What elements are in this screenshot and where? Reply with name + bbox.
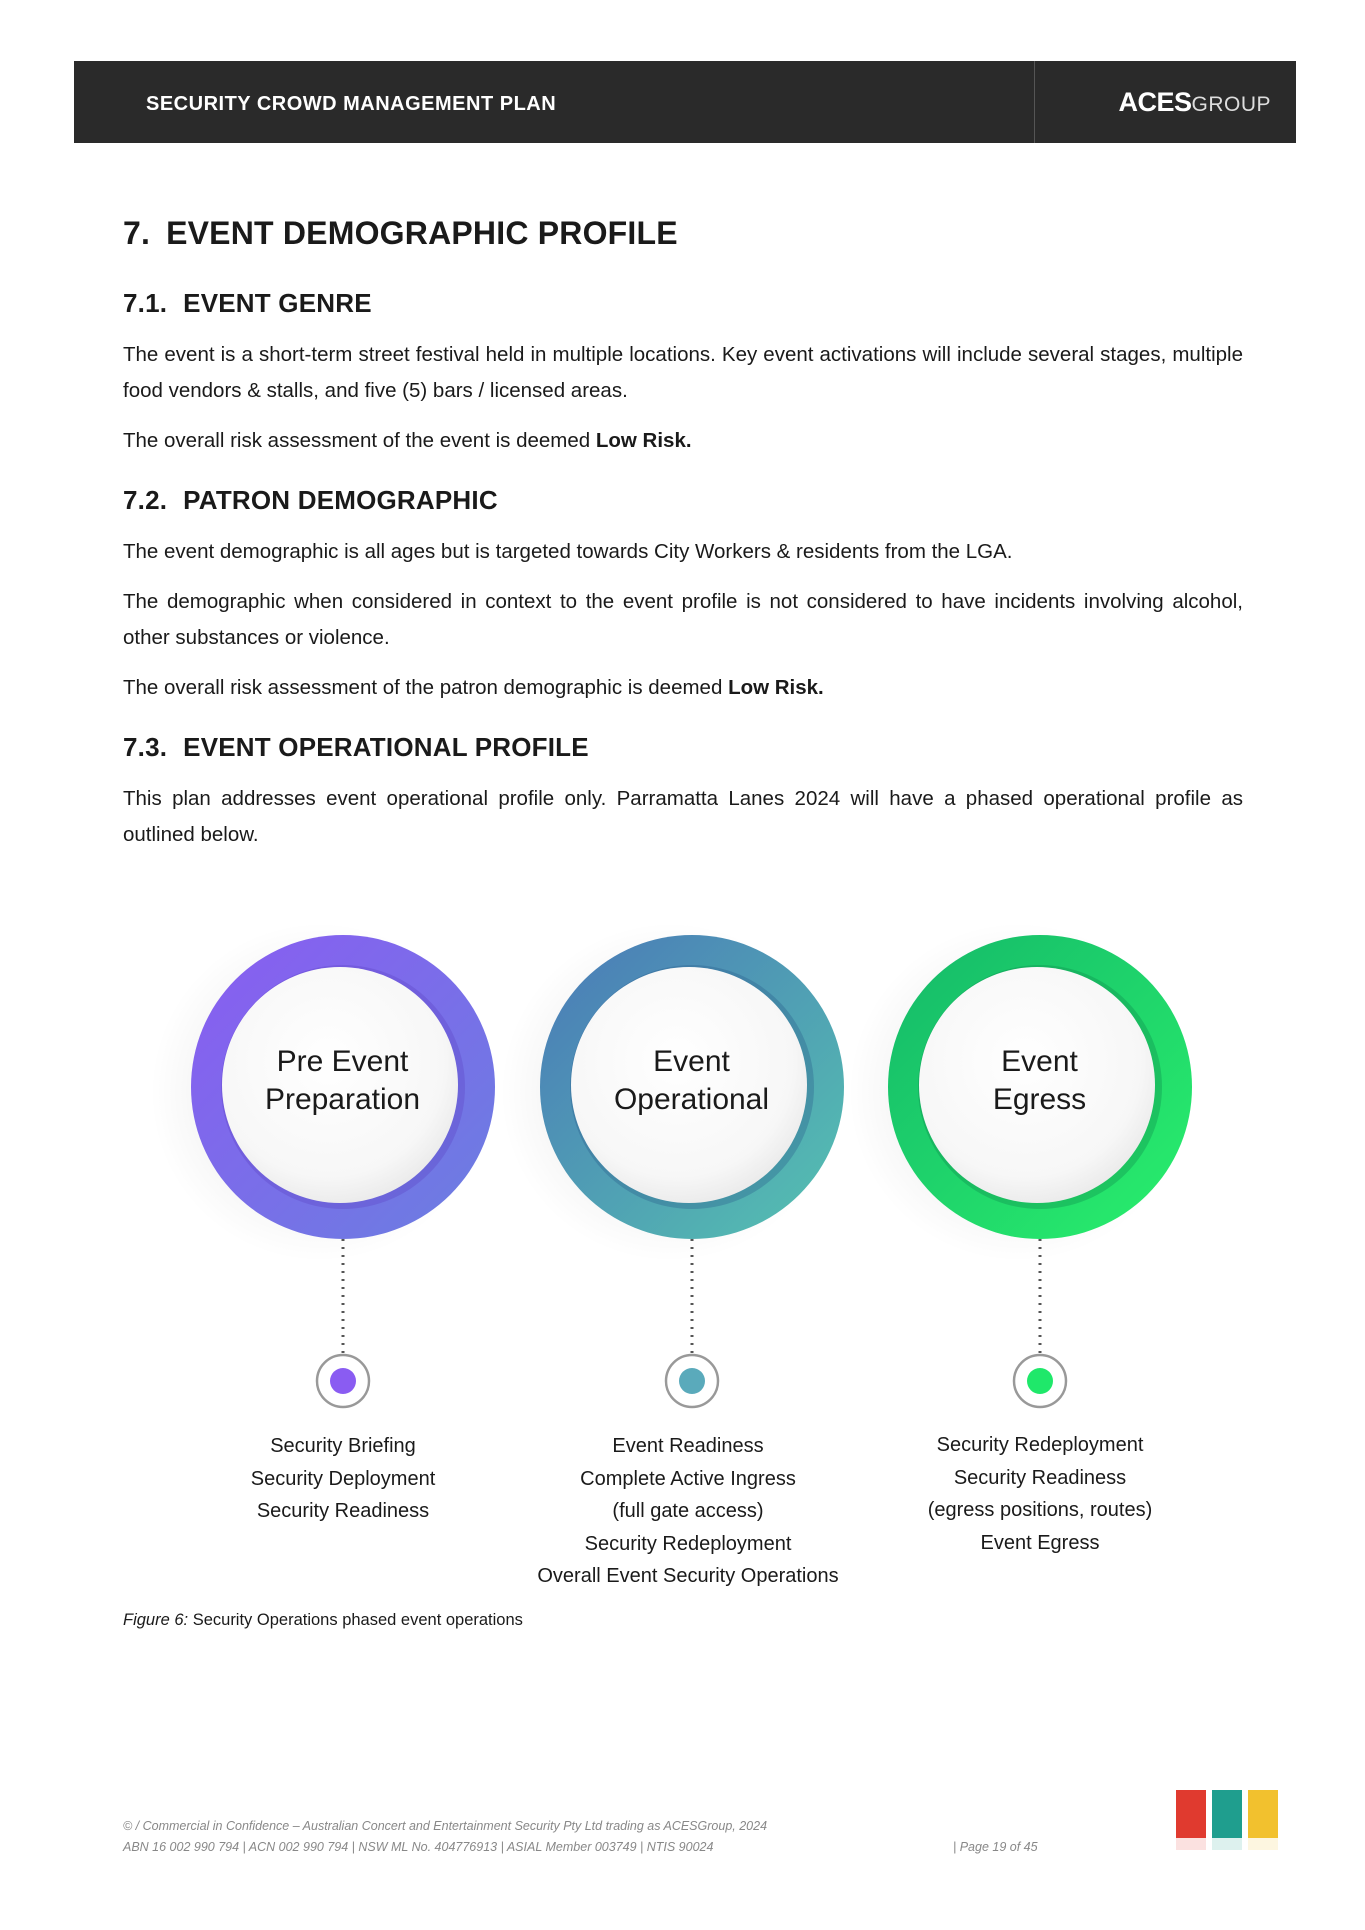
- page-footer: © / Commercial in Confidence – Australia…: [123, 1816, 1038, 1858]
- phase-circle-egress: [848, 922, 1192, 1262]
- phase-items-operational: Event Readiness Complete Active Ingress …: [518, 1430, 858, 1593]
- section-heading: 7. EVENT DEMOGRAPHIC PROFILE: [123, 215, 1243, 252]
- phase-title-line: Pre Event: [276, 1045, 409, 1078]
- phase-title-egress: Event Egress: [917, 1043, 1162, 1119]
- subsection-heading-patron: 7.2. PATRON DEMOGRAPHIC: [123, 485, 1243, 516]
- subsection-number: 7.1.: [123, 288, 168, 318]
- cert-badge-label-icon: [1176, 1838, 1206, 1852]
- subsection-heading-operational: 7.3. EVENT OPERATIONAL PROFILE: [123, 732, 1243, 763]
- list-item: Event Egress: [980, 1531, 1100, 1554]
- page-header: SECURITY CROWD MANAGEMENT PLAN ACESGROUP: [74, 61, 1296, 143]
- list-item: Security Redeployment: [936, 1434, 1144, 1456]
- phase-title-operational: Event Operational: [569, 1043, 814, 1119]
- footer-registration: ABN 16 002 990 794 | ACN 002 990 794 | N…: [123, 1840, 714, 1854]
- phase-items-egress: Security Redeployment Security Readiness…: [880, 1429, 1200, 1559]
- phase-node-dot: [330, 1368, 356, 1394]
- phase-circle-operational: [500, 922, 844, 1262]
- risk-statement: The overall risk assessment of the patro…: [123, 670, 1243, 706]
- phase-title-line: Operational: [613, 1083, 770, 1116]
- subsection-title: PATRON DEMOGRAPHIC: [183, 485, 498, 515]
- document-title: SECURITY CROWD MANAGEMENT PLAN: [146, 93, 557, 115]
- paragraph: This plan addresses event operational pr…: [123, 787, 1243, 846]
- phase-items-pre-event: Security Briefing Security Deployment Se…: [193, 1430, 493, 1528]
- logo-strong-text: ACES: [1118, 87, 1192, 117]
- list-item: Overall Event Security Operations: [537, 1565, 839, 1587]
- risk-value: Low Risk.: [595, 429, 692, 452]
- phase-title-line: Egress: [992, 1083, 1087, 1116]
- cert-badge-label-icon: [1212, 1838, 1242, 1852]
- main-content: 7. EVENT DEMOGRAPHIC PROFILE 7.1. EVENT GE…: [123, 215, 1243, 867]
- phase-title-pre-event: Pre Event Preparation: [220, 1043, 465, 1119]
- cert-badge-label-icon: [1248, 1838, 1278, 1852]
- list-item: Security Deployment: [250, 1467, 436, 1490]
- risk-prefix: The overall risk assessment of the event…: [123, 429, 596, 452]
- phase-diagram-graphics: [150, 922, 1192, 1409]
- subsection-title: EVENT OPERATIONAL PROFILE: [183, 732, 589, 762]
- phase-circle-pre-event: [150, 922, 495, 1262]
- phase-title-line: Event: [653, 1045, 730, 1078]
- aces-group-logo: ACESGROUP: [1118, 87, 1271, 118]
- risk-prefix: The overall risk assessment of the patro…: [123, 676, 729, 699]
- list-item: (full gate access): [612, 1500, 764, 1522]
- list-item: Security Redeployment: [584, 1532, 792, 1555]
- subsection-title: EVENT GENRE: [183, 288, 372, 318]
- list-item: Event Readiness: [612, 1435, 764, 1457]
- figure-caption-text: Security Operations phased event operati…: [188, 1611, 523, 1629]
- phase-title-line: Event: [1001, 1045, 1078, 1078]
- paragraph: The event is a short-term street festiva…: [123, 343, 1243, 402]
- section-number: 7.: [123, 215, 151, 251]
- phase-title-line: Preparation: [264, 1083, 421, 1116]
- figure-label: Figure 6:: [123, 1611, 189, 1629]
- risk-statement: The overall risk assessment of the event…: [123, 423, 1243, 459]
- list-item: Complete Active Ingress: [580, 1467, 796, 1490]
- logo-light-text: GROUP: [1191, 93, 1271, 116]
- list-item: Security Briefing: [270, 1435, 416, 1457]
- page-number: | Page 19 of 45: [953, 1840, 1038, 1854]
- subsection-number: 7.2.: [123, 485, 168, 515]
- subsection-number: 7.3.: [123, 732, 168, 762]
- paragraph: The demographic when considered in conte…: [123, 590, 1243, 649]
- list-item: Security Readiness: [256, 1500, 430, 1522]
- figure-caption: Figure 6: Security Operations phased eve…: [123, 1611, 523, 1630]
- paragraph: The event demographic is all ages but is…: [123, 540, 1013, 563]
- list-item: Security Readiness: [953, 1466, 1127, 1489]
- subsection-heading-genre: 7.1. EVENT GENRE: [123, 288, 1243, 319]
- risk-value: Low Risk.: [728, 676, 824, 699]
- list-item: (egress positions, routes): [927, 1499, 1153, 1521]
- footer-confidentiality: © / Commercial in Confidence – Australia…: [123, 1819, 768, 1833]
- header-divider: [1034, 61, 1035, 143]
- phase-diagram: Pre Event Preparation Event Operational …: [0, 920, 1365, 1620]
- section-title: EVENT DEMOGRAPHIC PROFILE: [166, 215, 678, 251]
- phase-node-dot: [679, 1368, 705, 1394]
- phase-node-dot: [1027, 1368, 1053, 1394]
